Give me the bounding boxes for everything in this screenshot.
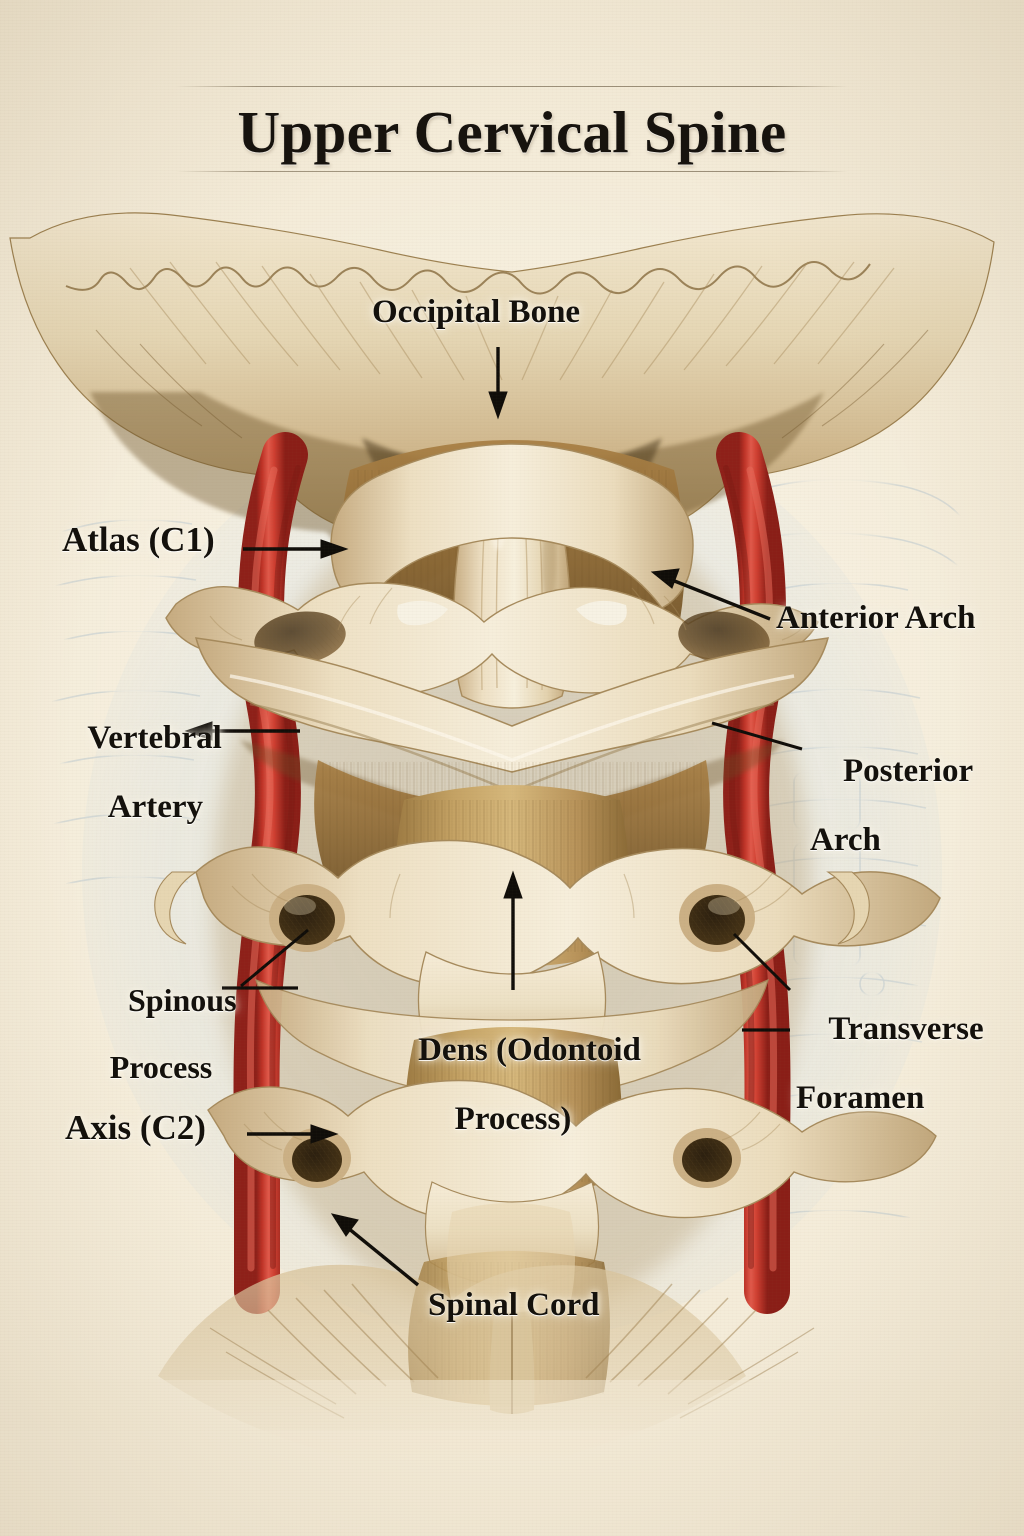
label-vertebral-artery: Vertebral Artery [55,686,221,894]
pointer-posterior-arch [711,721,803,751]
label-spinal-cord: Spinal Cord [428,1287,600,1323]
c3-left-foramen [283,1128,351,1188]
page-title: Upper Cervical Spine [237,99,787,165]
pointer-anterior-arch [650,568,771,621]
label-dens-line1: Dens (Odontoid [418,1031,641,1068]
label-vertebral-artery-line2: Artery [107,788,203,825]
title-rule-top [176,86,848,87]
pointer-spinal-cord [330,1213,420,1287]
label-transverse-foramen: Transverse Foramen [796,977,984,1185]
label-axis-c2: Axis (C2) [65,1108,206,1147]
axis-c2-vertebra [154,785,941,1103]
label-vertebral-artery-line1: Vertebral [87,719,222,756]
label-atlas-c1: Atlas (C1) [62,520,215,559]
label-posterior-arch: Posterior Arch [810,719,973,927]
label-transverse-foramen-line1: Transverse [828,1010,984,1047]
pointer-axis [247,1124,339,1144]
pointer-vertebral-artery [184,721,300,741]
pointer-transverse-foramen [732,932,792,1032]
pointer-lines [184,347,803,1287]
label-spinous-process-line2: Process [109,1048,213,1085]
pointer-atlas [243,539,349,559]
c3-right-foramen [673,1128,741,1188]
label-occipital-bone: Occipital Bone [372,294,581,330]
title-block: Upper Cervical Spine [0,86,1024,172]
label-posterior-arch-line2: Arch [810,821,881,858]
label-dens-line2: Process) [454,1100,572,1137]
label-anterior-arch: Anterior Arch [776,600,976,636]
pointer-dens [503,870,523,990]
left-transverse-foramen [269,884,345,952]
pointer-occipital-bone [488,347,508,420]
label-spinous-process-line1: Spinous [128,981,237,1018]
spinal-cord [447,1203,575,1312]
title-rule-bottom [176,170,848,172]
label-transverse-foramen-line2: Foramen [796,1079,925,1116]
label-posterior-arch-line1: Posterior [843,752,974,789]
label-spinous-process: Spinous Process [96,950,237,1152]
pointer-spinous-process [222,928,309,990]
label-dens-odontoid-process: Dens (Odontoid Process) [384,998,642,1206]
